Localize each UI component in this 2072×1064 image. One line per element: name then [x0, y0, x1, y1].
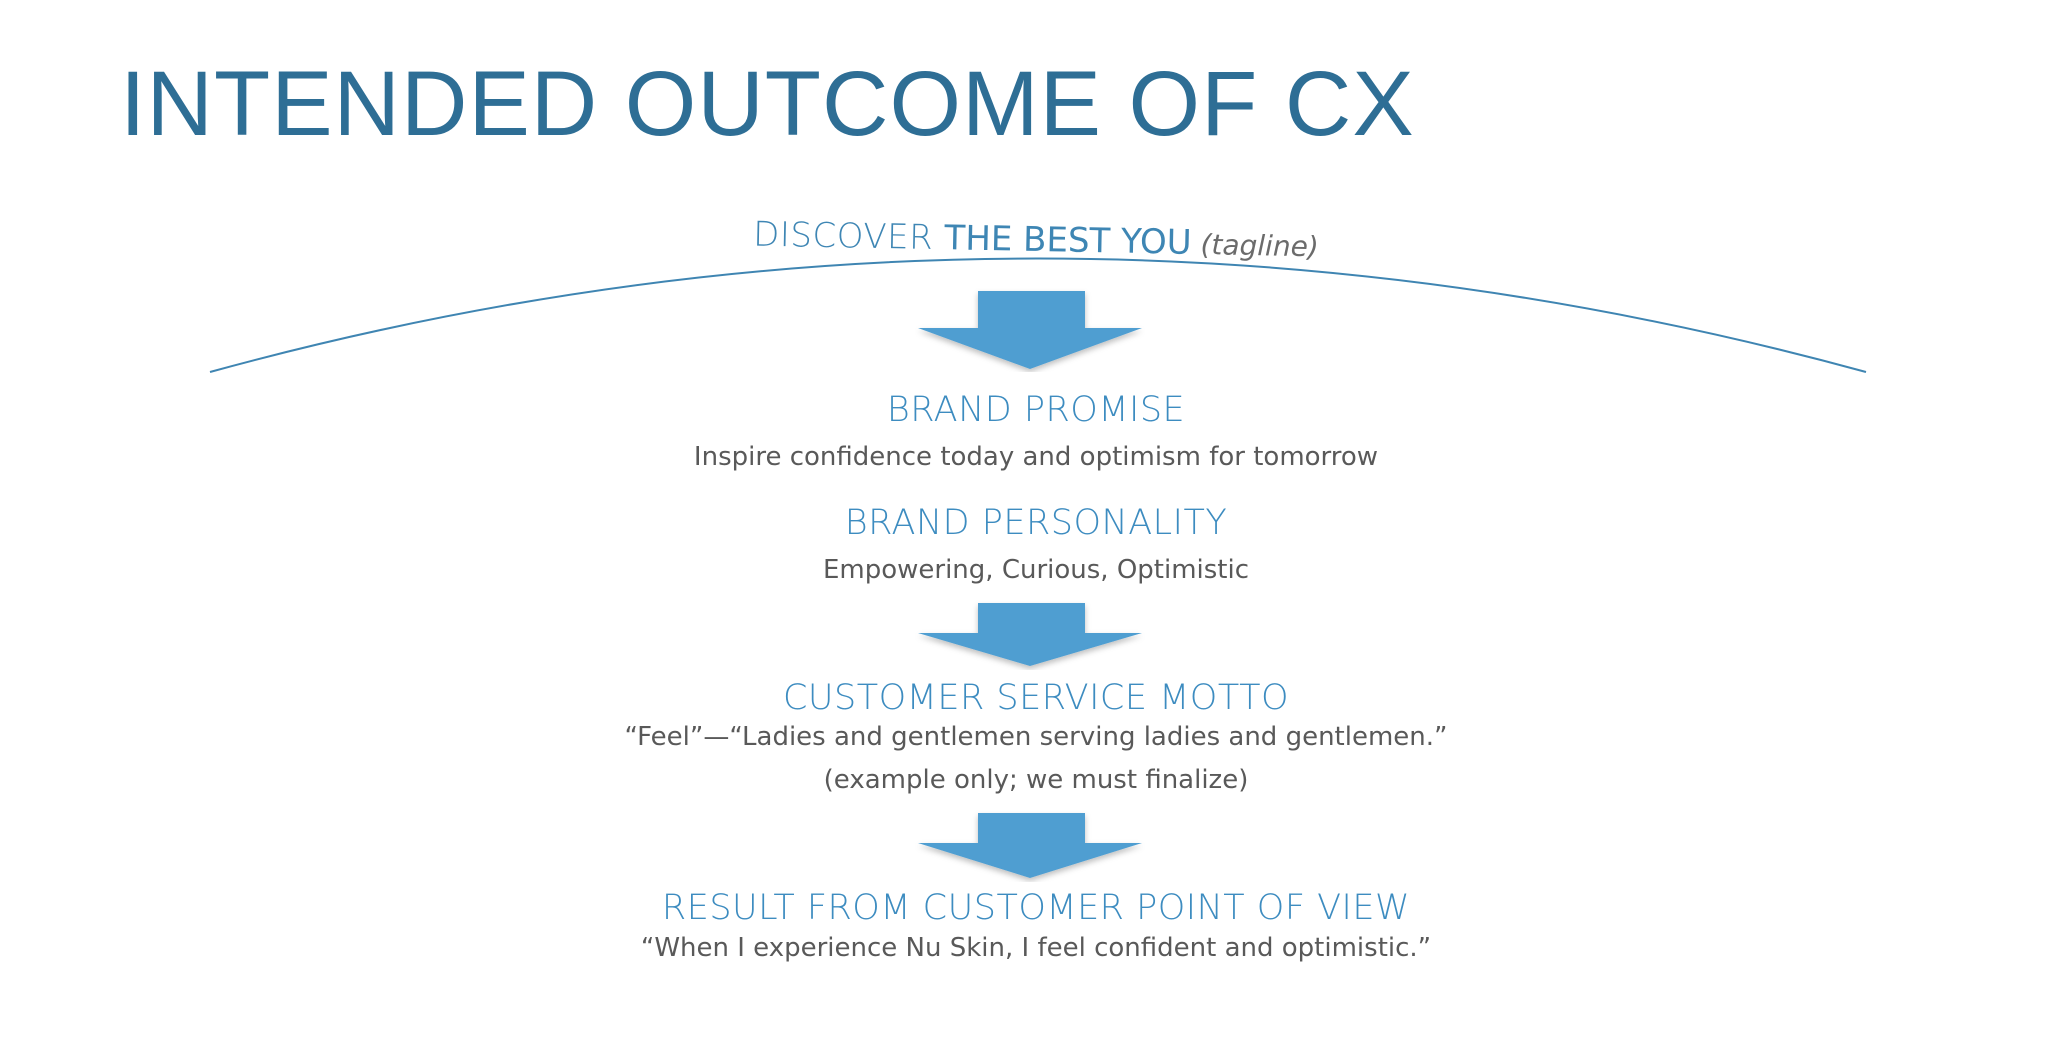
customer-service-motto-text: “Feel”—“Ladies and gentlemen serving lad… [624, 722, 1448, 752]
down-arrow-icon [918, 291, 1142, 369]
brand-promise-text: Inspire confidence today and optimism fo… [693, 442, 1379, 472]
tagline-note: (tagline) [1191, 227, 1320, 264]
customer-service-motto-heading: CUSTOMER SERVICE MOTTO [782, 678, 1290, 718]
brand-personality-heading: BRAND PERSONALITY [844, 503, 1228, 543]
tagline-best-you: THE BEST YOU [944, 218, 1193, 263]
tagline-discover: DISCOVER [752, 214, 945, 259]
brand-promise-heading: BRAND PROMISE [886, 390, 1186, 430]
tagline: DISCOVER THE BEST YOU (tagline) [0, 200, 2072, 280]
down-arrow-icon [918, 603, 1142, 666]
slide-title: INTENDED OUTCOME OF CX [120, 53, 1415, 155]
customer-service-motto-note: (example only; we must finalize) [823, 765, 1249, 795]
result-text: “When I experience Nu Skin, I feel confi… [640, 933, 1432, 963]
brand-personality-text: Empowering, Curious, Optimistic [822, 555, 1250, 585]
down-arrow-icon [918, 813, 1142, 878]
result-heading: RESULT FROM CUSTOMER POINT OF VIEW [661, 888, 1411, 928]
